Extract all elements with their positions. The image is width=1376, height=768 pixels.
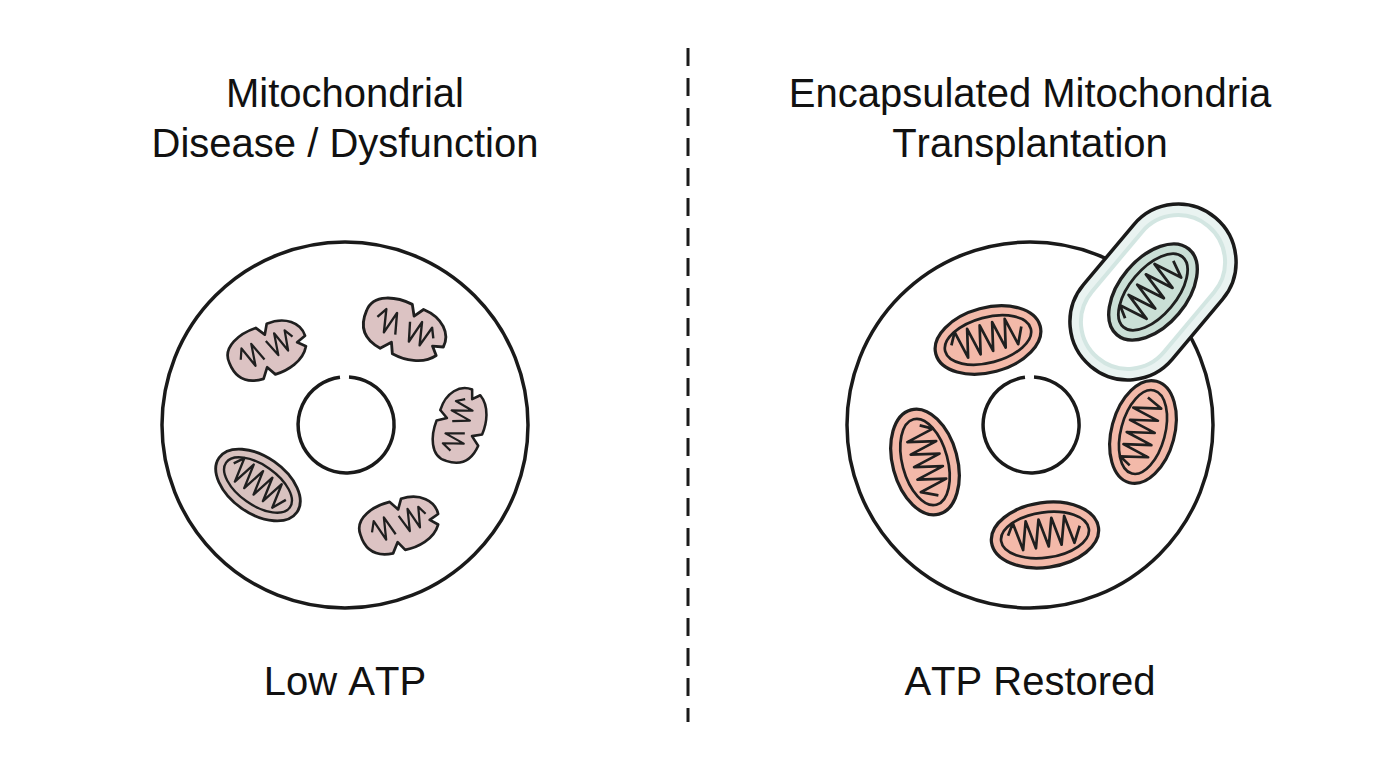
healthy-mitochondrion xyxy=(927,295,1048,386)
healthy-mitochondrion xyxy=(987,495,1103,574)
cell-nucleus xyxy=(983,377,1079,473)
damaged-mitochondrion xyxy=(220,310,315,391)
outcome-label: ATP Restored xyxy=(830,656,1230,706)
healthy-mitochondrion xyxy=(880,401,971,522)
damaged-mitochondrion xyxy=(427,382,493,468)
outcome-label: Low ATP xyxy=(145,656,545,706)
mitochondria-capsule xyxy=(1046,180,1260,403)
healthy-mitochondrion xyxy=(1099,373,1187,491)
damaged-mitochondrion xyxy=(355,290,453,370)
panel-divider xyxy=(687,48,690,722)
cell-nucleus xyxy=(298,377,394,473)
damaged-mitochondrion xyxy=(353,487,446,563)
panel-heading: Encapsulated Mitochondria Transplantatio… xyxy=(760,68,1300,168)
cell-membrane xyxy=(162,242,528,608)
panel-heading: Mitochondrial Disease / Dysfunction xyxy=(150,68,540,168)
damaged-mitochondrion xyxy=(203,434,314,535)
